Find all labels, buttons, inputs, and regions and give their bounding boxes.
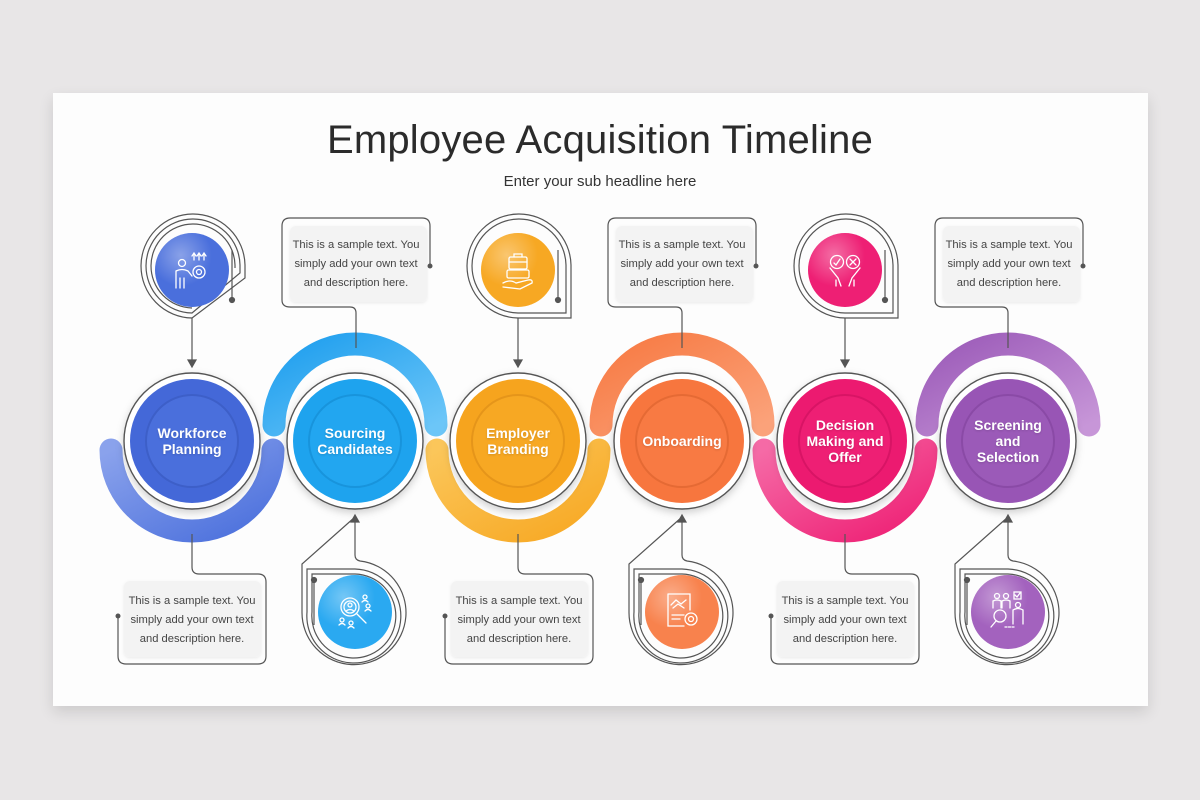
- description-line: This is a sample text. You: [781, 595, 909, 607]
- stage-label-line: Onboarding: [642, 433, 722, 449]
- candidate-screening-icon: [990, 591, 1024, 628]
- icon-badge-decision: [793, 213, 899, 369]
- stage-circle-decision[interactable]: [776, 372, 914, 510]
- description-line: simply add your own text: [294, 258, 418, 270]
- description-line: and description here.: [466, 633, 572, 645]
- stage-label-line: Screening: [974, 417, 1042, 433]
- stage-label-line: Employer: [486, 425, 550, 441]
- stage-label-line: Selection: [976, 449, 1040, 465]
- stage-label-line: Branding: [487, 441, 549, 457]
- stage-label-line: Offer: [828, 449, 862, 465]
- description-sourcing: This is a sample text. You simply add yo…: [288, 236, 424, 293]
- stage-label-workforce: Workforce Planning: [137, 425, 247, 457]
- icon-badge-screening: [954, 513, 1060, 666]
- description-onboarding: This is a sample text. You simply add yo…: [614, 236, 750, 293]
- stage-label-line: Candidates: [317, 441, 393, 457]
- description-line: This is a sample text. You: [128, 595, 256, 607]
- stage-label-line: Workforce: [157, 425, 227, 441]
- desc-box-bottom-branding: [442, 534, 594, 665]
- stage-circle-onboarding[interactable]: [613, 372, 751, 510]
- stage-label-branding: Employer Branding: [463, 425, 573, 457]
- person-gear-growth-icon: [175, 251, 207, 289]
- stage-label-sourcing: Sourcing Candidates: [300, 425, 410, 457]
- stage-circle-branding[interactable]: [449, 372, 587, 510]
- description-line: simply add your own text: [457, 614, 581, 626]
- description-line: This is a sample text. You: [292, 239, 420, 251]
- icon-badge-onboarding: [628, 513, 734, 666]
- page-title: Employee Acquisition Timeline: [326, 118, 874, 162]
- description-screening: This is a sample text. You simply add yo…: [941, 236, 1077, 293]
- stage-label-onboarding: Onboarding: [627, 433, 737, 449]
- description-line: simply add your own text: [620, 258, 744, 270]
- description-line: simply add your own text: [130, 614, 254, 626]
- stage-label-screening: Screening and Selection: [953, 417, 1063, 465]
- arc-workforce: [99, 438, 285, 543]
- stage-label-line: Planning: [162, 441, 222, 457]
- description-line: simply add your own text: [783, 614, 907, 626]
- stage-circles: [123, 372, 1077, 510]
- candidate-search-icon: [338, 594, 372, 629]
- bottom-icon-circles: [318, 575, 1045, 649]
- briefcase-hand-icon: [502, 253, 533, 290]
- desc-box-top-sourcing: [281, 217, 433, 348]
- description-line: and description here.: [303, 277, 409, 289]
- stage-label-line: Decision: [815, 417, 875, 433]
- stage-circle-sourcing[interactable]: [286, 372, 424, 510]
- stage-label-decision: Decision Making and Offer: [790, 417, 900, 465]
- desc-box-top-screening: [934, 217, 1086, 348]
- description-line: and description here.: [139, 633, 245, 645]
- decision-hands-icon: [829, 254, 861, 287]
- icon-badge-sourcing: [301, 513, 407, 666]
- icon-badge-workforce: [140, 213, 246, 369]
- stage-label-line: and: [995, 433, 1021, 449]
- page-subtitle: Enter your sub headline here: [503, 173, 697, 190]
- arc-branding: [425, 438, 611, 543]
- description-line: simply add your own text: [947, 258, 1071, 270]
- description-line: This is a sample text. You: [945, 239, 1073, 251]
- desc-box-bottom-decision: [768, 534, 920, 665]
- description-line: and description here.: [629, 277, 735, 289]
- desc-box-bottom-workforce: [115, 534, 267, 665]
- desc-box-top-onboarding: [607, 217, 759, 348]
- description-line: This is a sample text. You: [618, 239, 746, 251]
- stage-label-line: Sourcing: [324, 425, 386, 441]
- description-workforce: This is a sample text. You simply add yo…: [124, 592, 260, 649]
- description-line: and description here.: [792, 633, 898, 645]
- arc-sourcing: [262, 332, 448, 437]
- handshake-contract-icon: [667, 593, 698, 627]
- icon-badge-branding: [466, 213, 572, 369]
- arc-decision: [752, 438, 938, 543]
- stage-circle-screening[interactable]: [939, 372, 1077, 510]
- description-branding: This is a sample text. You simply add yo…: [451, 592, 587, 649]
- description-line: and description here.: [956, 277, 1062, 289]
- description-line: This is a sample text. You: [455, 595, 583, 607]
- description-decision: This is a sample text. You simply add yo…: [777, 592, 913, 649]
- stage-label-line: Making and: [806, 433, 884, 449]
- stage-circle-workforce[interactable]: [123, 372, 261, 510]
- top-icon-circles: [155, 233, 882, 307]
